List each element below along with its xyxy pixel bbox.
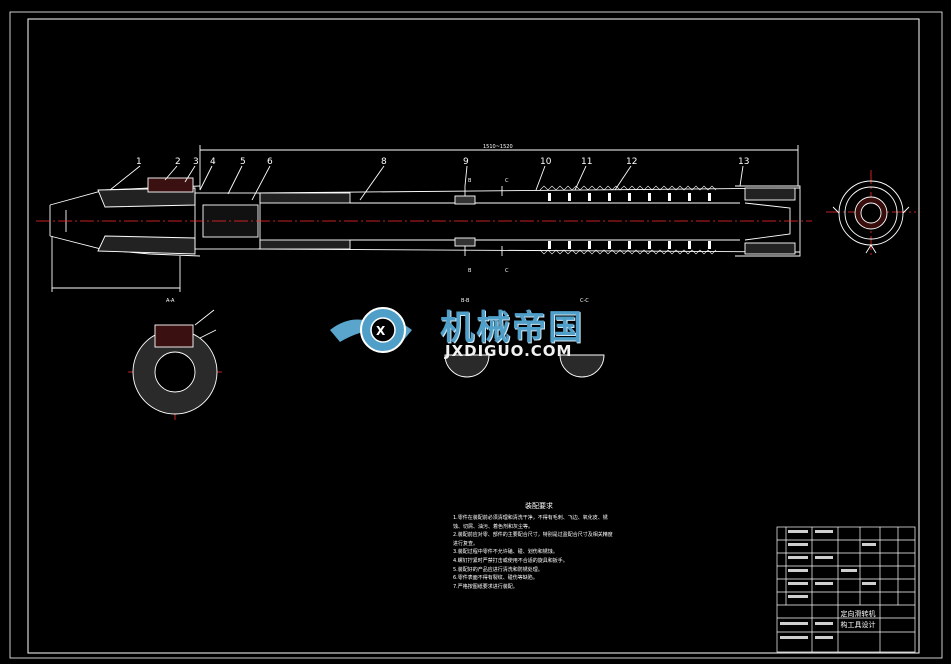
section-a-a — [132, 309, 218, 415]
note-line: 1.零件在装配前必须清理和清洗干净，不得有毛刺、飞边、氧化皮、锈 — [453, 515, 608, 521]
callout-3: 3 — [193, 157, 199, 167]
section-label-a: A-A — [166, 298, 175, 304]
title-block-name: 定向滑转机构工具设计 — [840, 610, 876, 629]
section-b-c — [444, 354, 605, 378]
overall-length-dim: 1510~1520 — [483, 144, 513, 150]
section-mark-b-bottom: B — [468, 268, 472, 274]
callout-1: 1 — [136, 157, 142, 167]
svg-text:X: X — [376, 324, 386, 338]
section-label-b: B-B — [461, 298, 470, 304]
section-mark-b-top: B — [468, 178, 472, 184]
note-line: 进行复查。 — [453, 540, 479, 547]
section-label-c: C-C — [580, 298, 589, 304]
note-line: 5.装配好的产品应进行清洗和防锈处理。 — [453, 566, 543, 573]
callout-13: 13 — [738, 157, 749, 167]
watermark-english: JXDIGUO.COM — [445, 342, 573, 360]
note-line: 7.严格按图纸要求进行装配。 — [453, 583, 518, 590]
callout-5: 5 — [240, 157, 246, 167]
callout-2: 2 — [175, 157, 181, 167]
title-block — [776, 526, 916, 653]
note-line: 2.装配前应对零、部件的主要配合尺寸，特别是过盈配合尺寸及相关精度 — [453, 532, 613, 539]
note-line: 6.零件表面不得有裂纹、碰伤等缺陷。 — [453, 575, 538, 582]
main-assembly-view — [49, 145, 801, 292]
callout-8: 8 — [381, 157, 387, 167]
callout-6: 6 — [267, 157, 273, 167]
callout-4: 4 — [210, 157, 216, 167]
callout-9: 9 — [463, 157, 469, 167]
callout-10: 10 — [540, 157, 552, 167]
callout-labels: 1 2 3 4 5 6 8 9 10 11 12 13 1510~1520 B … — [136, 144, 749, 304]
end-view — [832, 180, 910, 254]
note-line: 4.螺钉拧紧时严禁打击或使用不合适的旋具和扳手。 — [453, 557, 568, 564]
note-line: 蚀、切屑、油污、着色剂和灰尘等。 — [453, 523, 534, 530]
callout-11: 11 — [581, 157, 592, 167]
callout-12: 12 — [626, 157, 637, 167]
section-mark-c-top: C — [505, 178, 509, 184]
watermark-logo: X — [330, 307, 412, 353]
outer-border — [9, 11, 943, 659]
inner-border — [27, 18, 920, 654]
watermark-chinese: 机械帝国 — [440, 308, 584, 348]
note-line: 3.装配过程中零件不允许磕、碰、划伤和锈蚀。 — [453, 549, 558, 556]
notes-list: 1.零件在装配前必须清理和清洗干净，不得有毛刺、飞边、氧化皮、锈 蚀、切屑、油污… — [453, 514, 653, 591]
notes-title: 装配要求 — [525, 502, 553, 510]
section-mark-c-bottom: C — [505, 268, 509, 274]
